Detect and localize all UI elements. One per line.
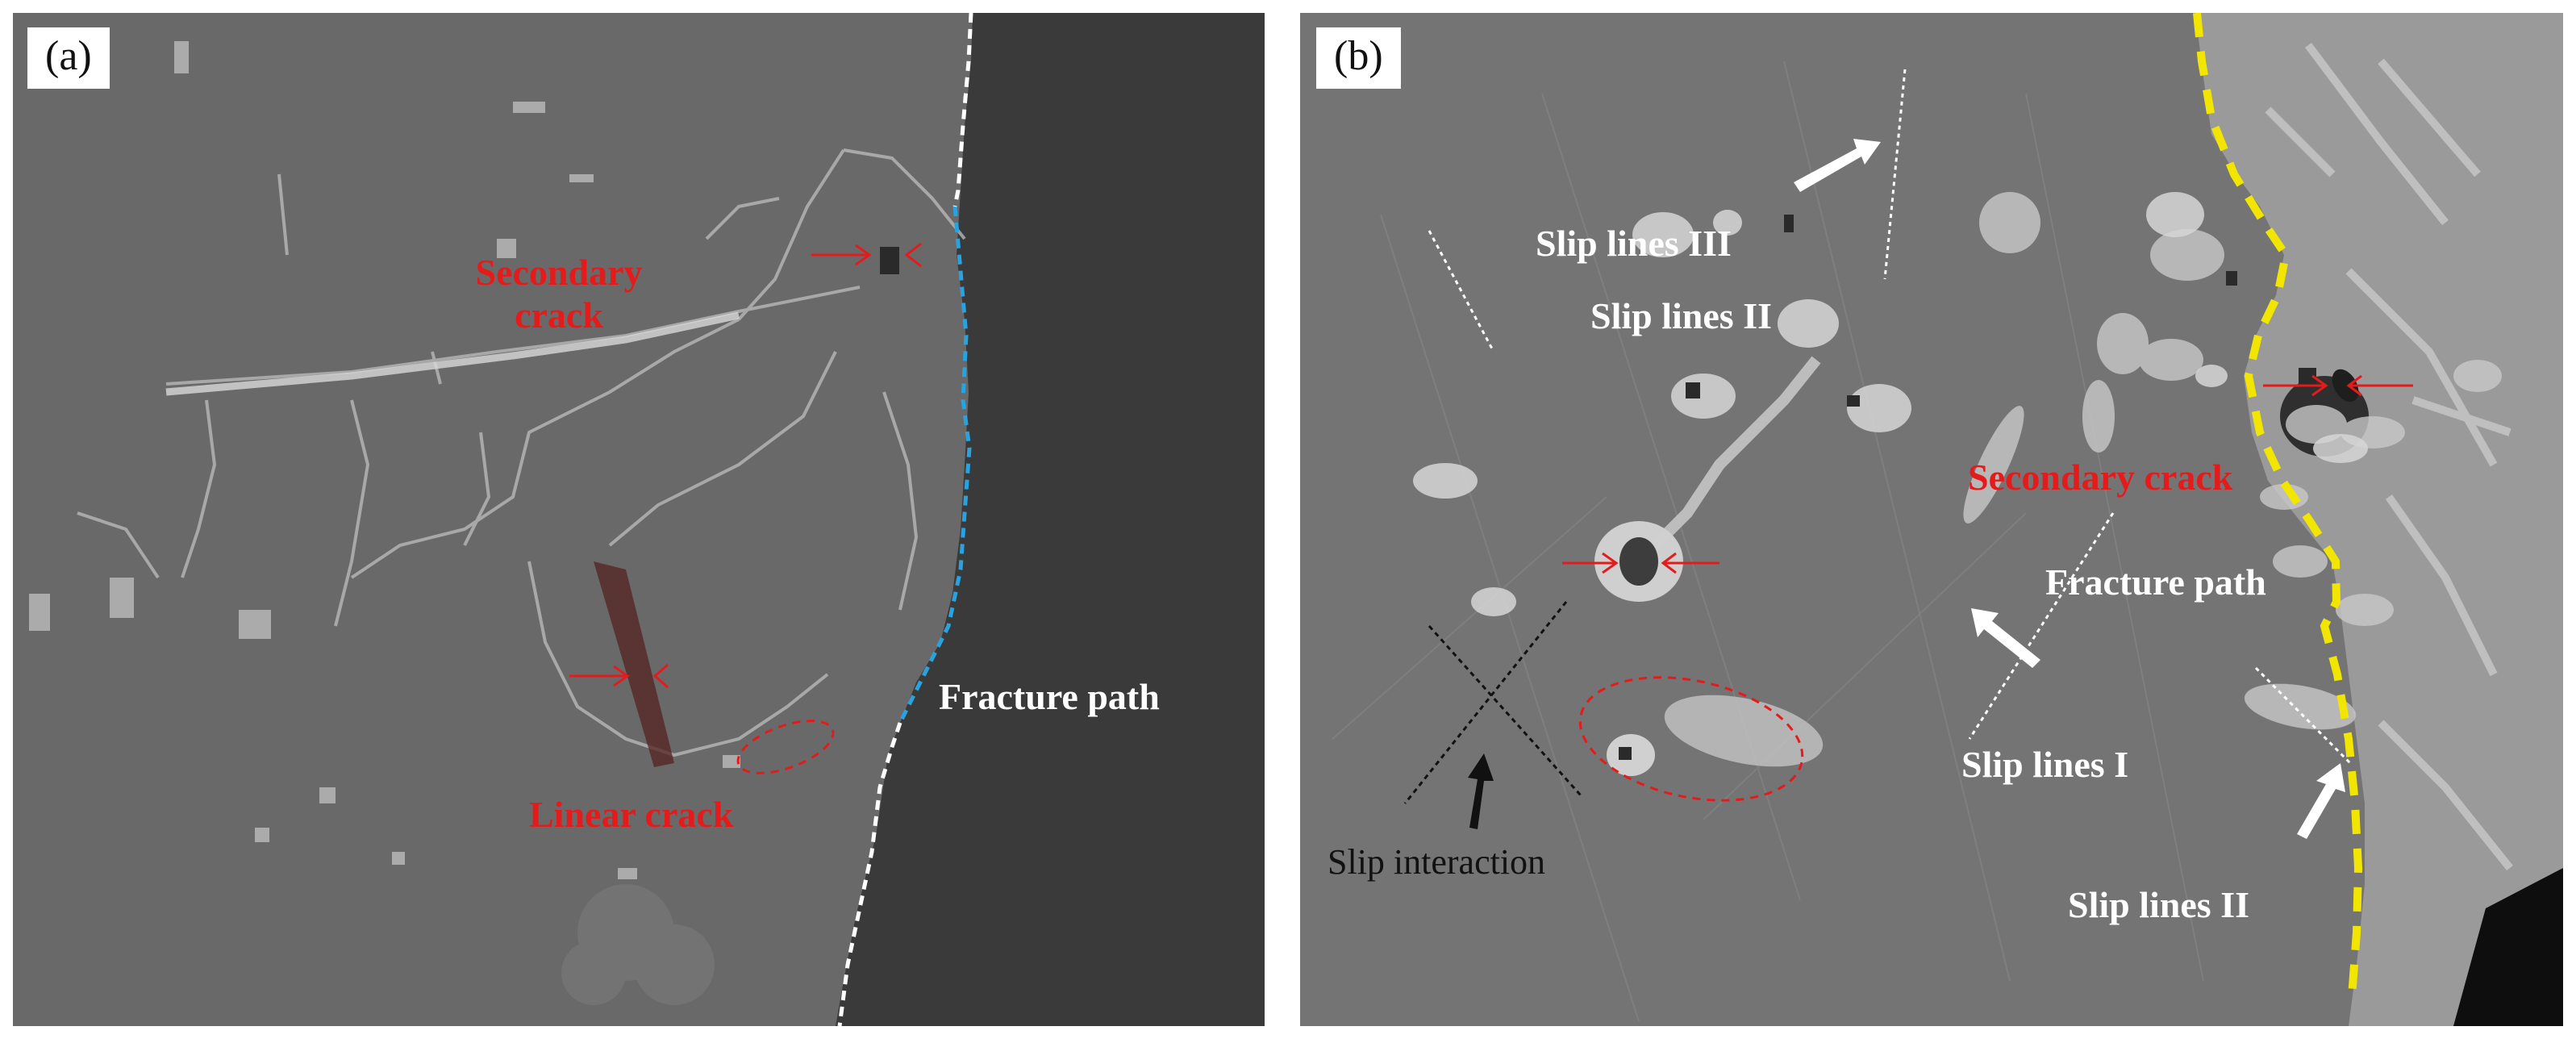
red-ellipse-a [736, 720, 835, 774]
dark-corner-b [2453, 868, 2563, 1026]
panel-a: (a) Secondary crack Linear crack Fractur… [13, 13, 1265, 1026]
fracture-outline-top-white [952, 13, 973, 207]
slip-lines-ii-top-label: Slip lines II [1590, 295, 1772, 336]
white-arrow-slip-ii-bottom [2297, 763, 2345, 839]
panel-tag-a: (a) [27, 27, 110, 89]
slip-texture-b [1332, 61, 2204, 1022]
panel-b: (b) Slip lines III Slip lines II Seconda… [1300, 13, 2563, 1026]
linear-crack-label: Linear crack [529, 794, 734, 835]
slip-interaction-x [1403, 601, 1582, 804]
red-arrows-secondary-crack-b [2263, 374, 2413, 397]
white-arrows-b [1794, 139, 2345, 839]
fracture-region-a [836, 13, 1265, 1026]
slip-interaction-label: Slip interaction [1328, 842, 1546, 882]
fracture-path-label-a: Fracture path [939, 676, 1160, 717]
panel-tag-b: (b) [1316, 27, 1401, 89]
grain-boundaries-a [77, 148, 966, 757]
pit-top-a [880, 247, 899, 274]
black-arrow-slip-interaction [1468, 753, 1494, 829]
red-arrows-inclusion-b [1562, 552, 1719, 574]
red-ellipse-b [1578, 676, 1804, 802]
slip-lines-i-label: Slip lines I [1961, 744, 2129, 785]
slip-lines-iii-label: Slip lines III [1536, 223, 1732, 264]
secondary-crack-label-b: Secondary crack [1968, 457, 2233, 498]
red-arrows-pit [811, 242, 922, 268]
slip-lines-ii-bottom-label: Slip lines II [2068, 884, 2249, 925]
secondary-crack-label-a: Secondary crack [466, 252, 652, 337]
inclusions-b [1413, 192, 2368, 616]
white-arrow-slip-iii [1794, 139, 1881, 192]
fracture-texture-b [2265, 43, 2513, 871]
fracture-outline-upper-blue [898, 206, 972, 724]
fracture-outline-lower-white [837, 722, 902, 1026]
fracture-surface-b [2195, 13, 2563, 1026]
linear-crack-mark [594, 561, 674, 767]
slip-guide-lines-b [1428, 69, 2352, 765]
fracture-outline-yellow [2193, 13, 2363, 998]
secondary-crack-label-line1: Secondary [475, 252, 643, 293]
secondary-crack-label-line2: crack [515, 294, 603, 336]
fracture-path-label-b: Fracture path [2045, 561, 2266, 603]
sem-image-b [1332, 13, 2563, 1026]
particles-b [1963, 192, 2502, 730]
sem-image-a [29, 13, 1265, 1026]
red-arrows-linear-crack [569, 663, 669, 689]
particles-a [29, 41, 740, 879]
white-arrow-slip-i [1971, 608, 2040, 668]
